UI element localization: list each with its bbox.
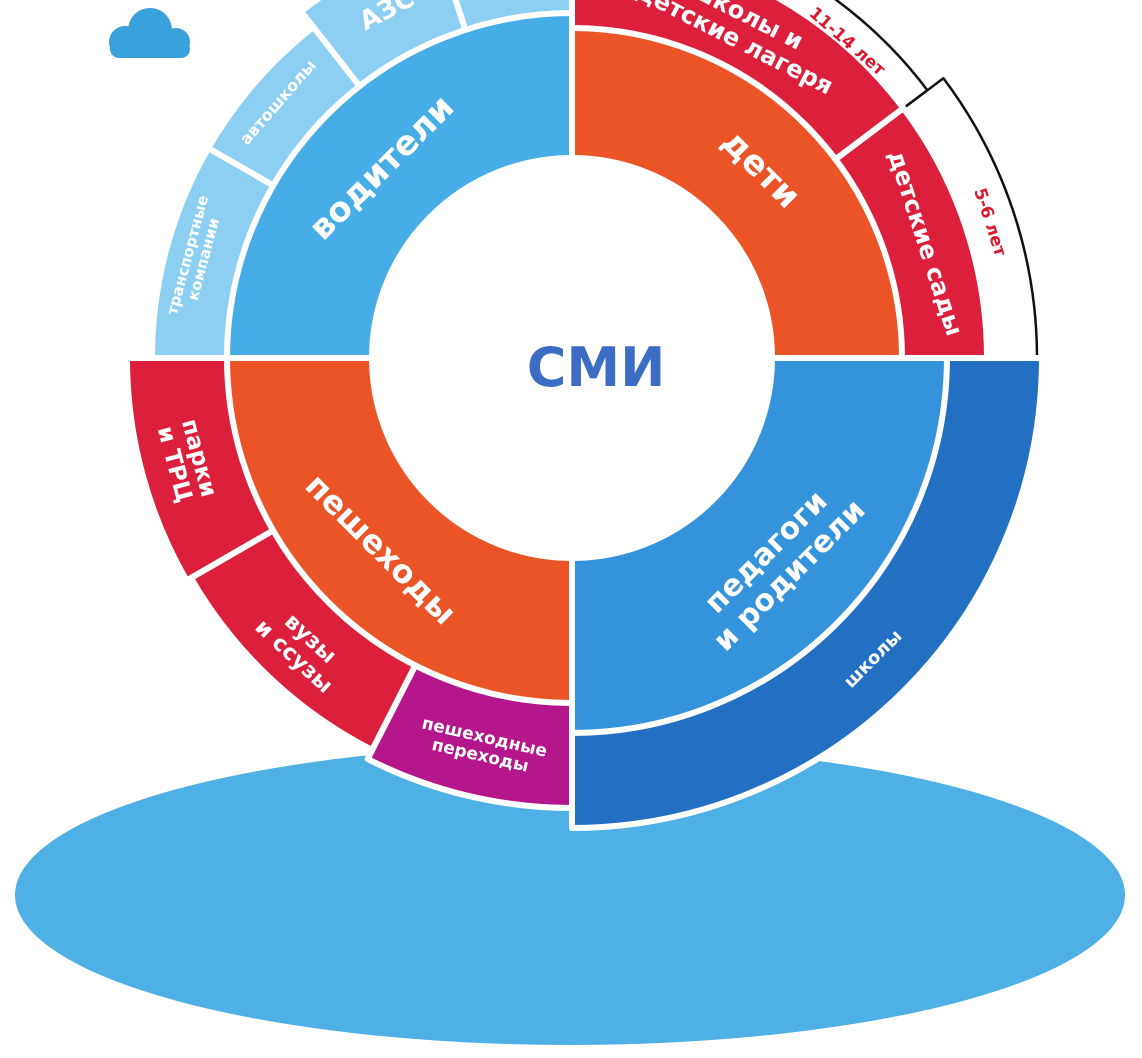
pedestrians-segment bbox=[224, 355, 575, 706]
ground-ellipse bbox=[15, 745, 1125, 1045]
drivers-segment bbox=[224, 10, 575, 361]
cloud-icon bbox=[109, 8, 190, 58]
children-segment bbox=[569, 25, 905, 361]
center-label: СМИ bbox=[527, 336, 666, 399]
teachers-segment bbox=[569, 355, 950, 736]
center-circle bbox=[377, 163, 767, 553]
